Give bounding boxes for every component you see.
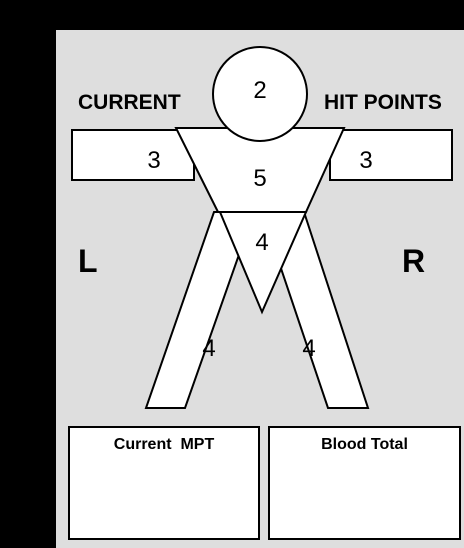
- left-leg-hit-points: 4: [202, 335, 215, 362]
- hit-points-label: HIT POINTS: [324, 91, 442, 114]
- current-label: CURRENT: [78, 91, 181, 114]
- abdomen-hit-points: 4: [255, 229, 268, 256]
- left-side-label: L: [78, 243, 98, 279]
- right-arm-hit-points: 3: [359, 147, 372, 174]
- current-mpt-label: Current MPT: [113, 436, 215, 453]
- left-arm-hit-points: 3: [147, 147, 160, 174]
- left-arm-shape: [71, 129, 195, 181]
- right-leg-hit-points: 4: [302, 335, 315, 362]
- head-shape: [212, 46, 308, 142]
- blood-total-box[interactable]: Blood Total: [268, 426, 461, 540]
- blood-total-label: Blood Total: [321, 436, 408, 453]
- head-hit-points: 2: [253, 77, 266, 104]
- torso-hit-points: 5: [253, 165, 266, 192]
- right-side-label: R: [402, 243, 425, 279]
- current-mpt-box[interactable]: Current MPT: [68, 426, 260, 540]
- right-arm-shape: [329, 129, 453, 181]
